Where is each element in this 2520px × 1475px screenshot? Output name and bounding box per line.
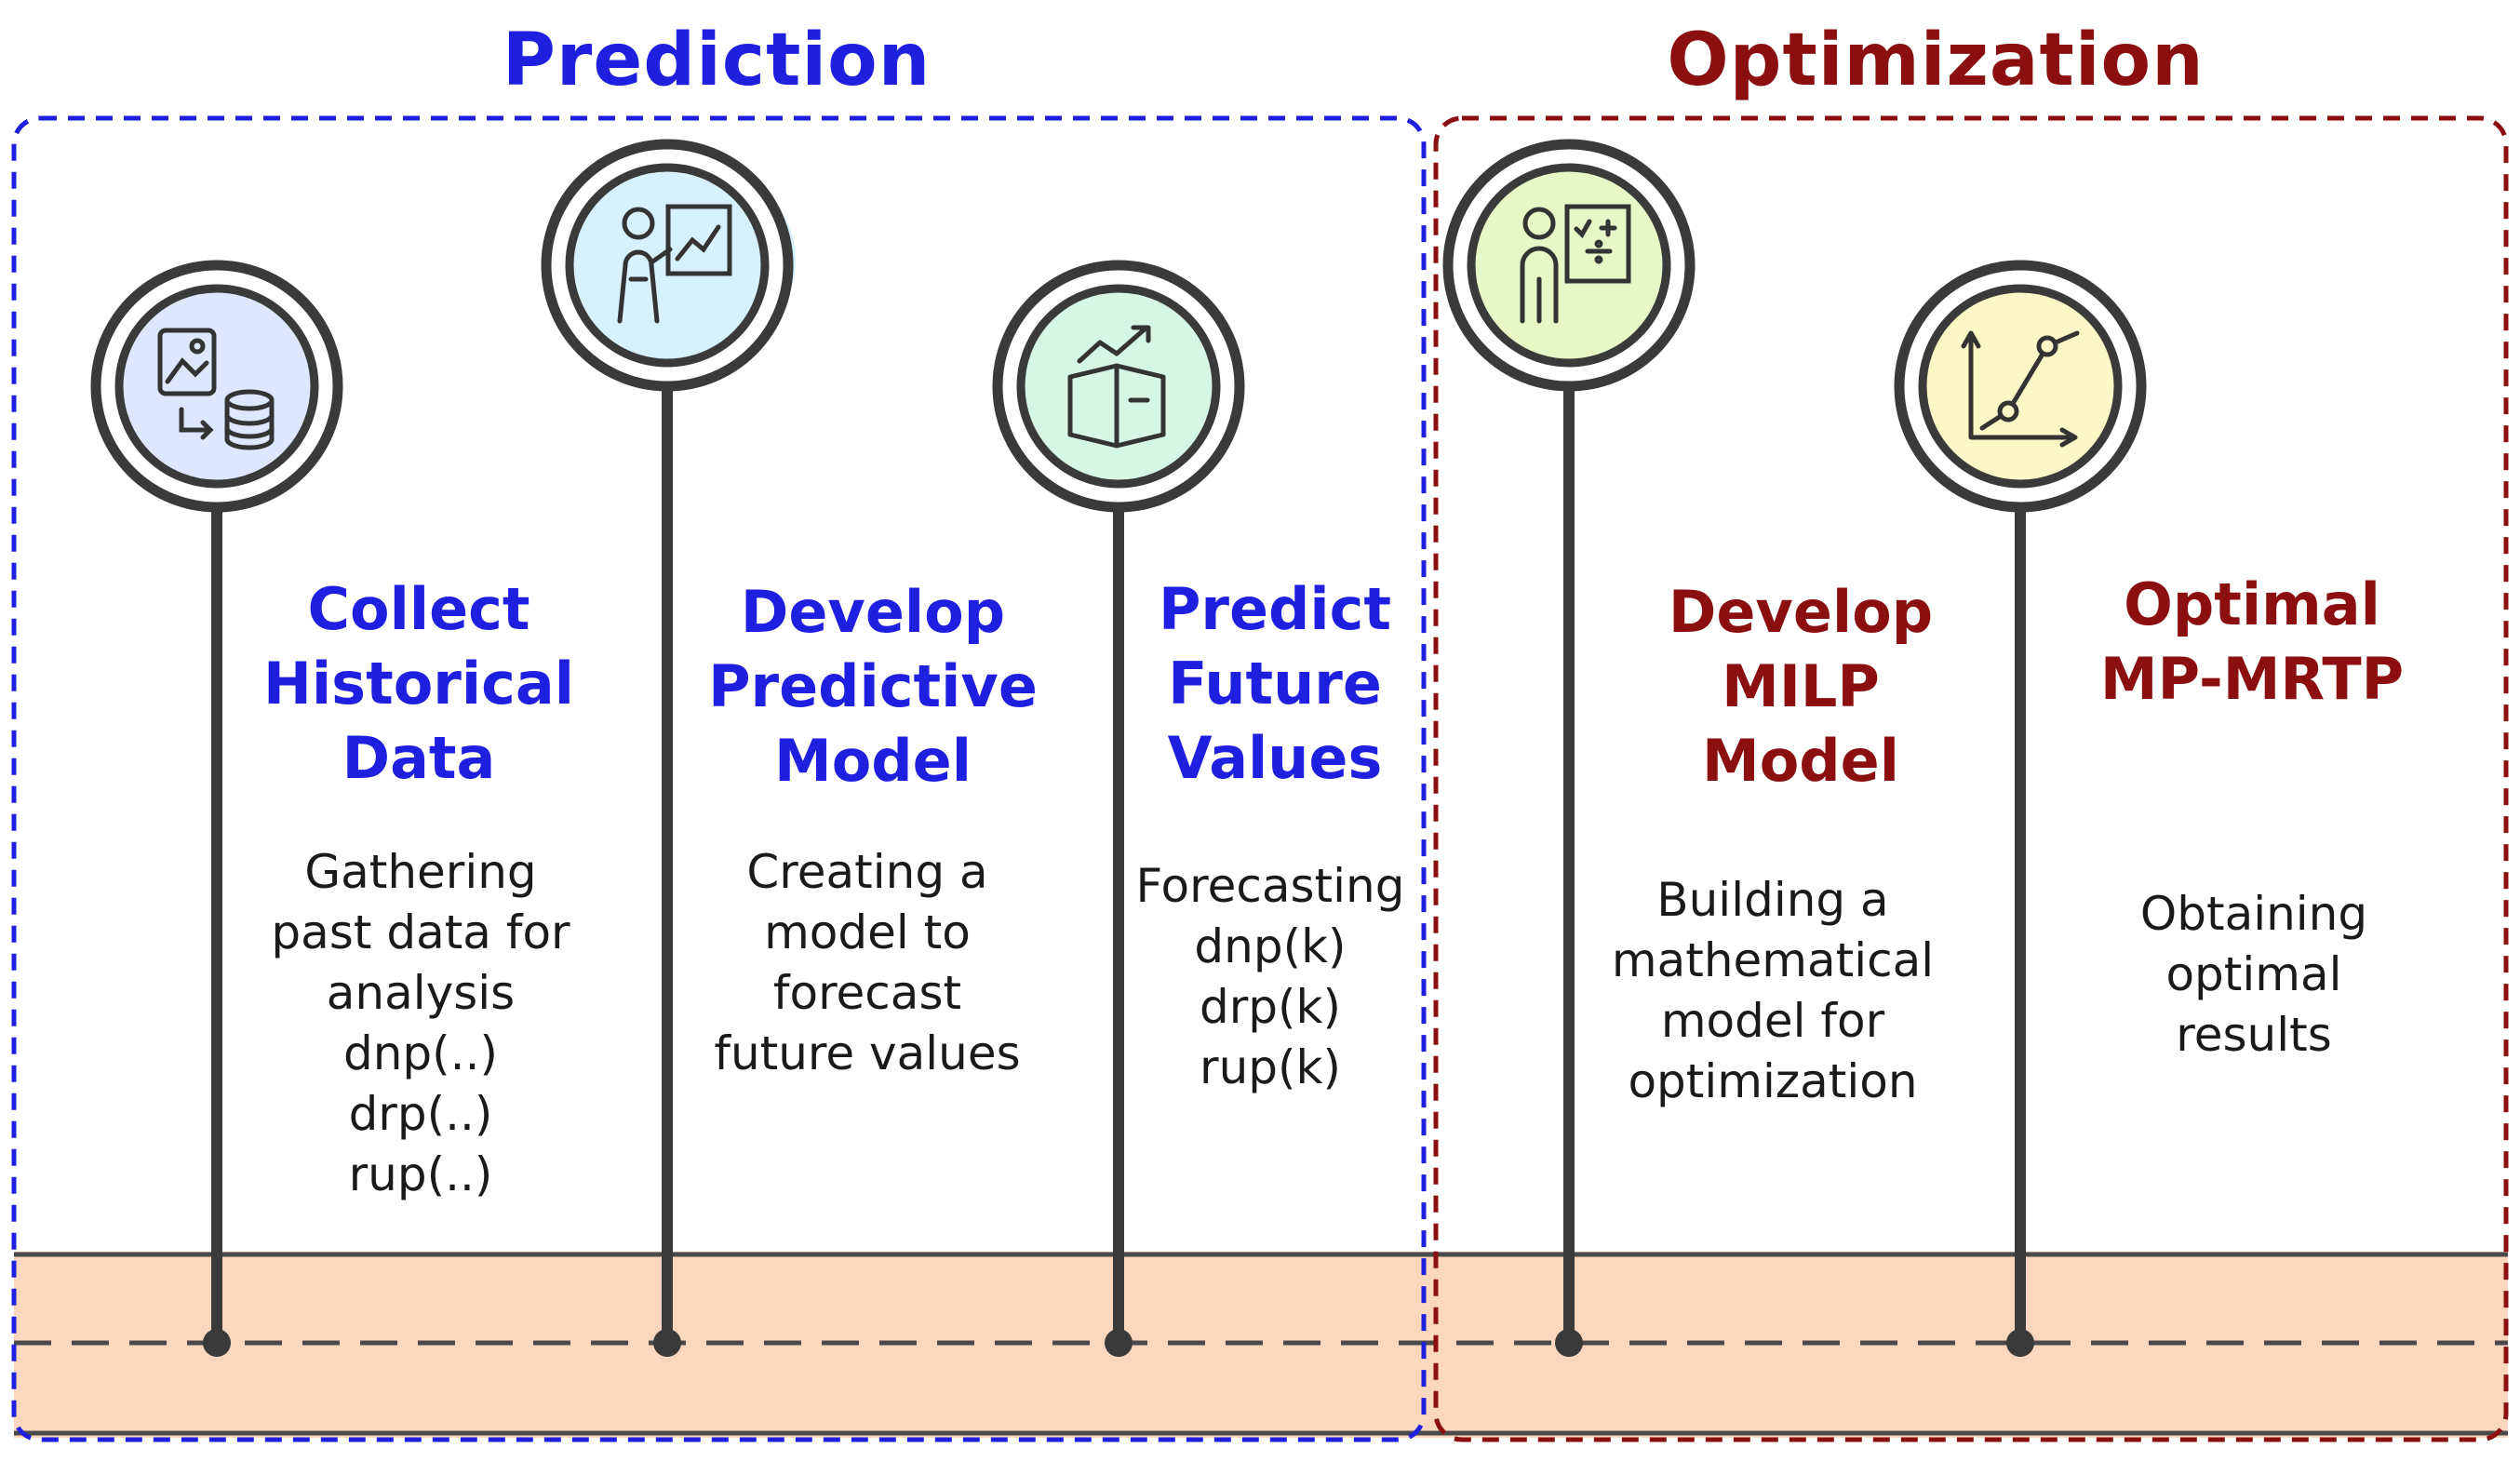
desc-line: Forecasting [1135, 859, 1405, 913]
title-line: Values [1167, 724, 1383, 792]
title-line: Model [1702, 727, 1899, 795]
desc-line: future values [714, 1026, 1021, 1080]
desc-line: optimal [2165, 947, 2342, 1001]
title-line: Predict [1158, 575, 1392, 643]
step-4-title: Develop MILP Model [1669, 575, 1933, 798]
step-3-pin [992, 260, 1245, 1357]
step-4-pin [1442, 139, 1696, 1357]
desc-line: dnp(k) [1194, 919, 1347, 973]
desc-line: model for [1660, 994, 1885, 1048]
step-3-title: Predict Future Values [1159, 572, 1391, 796]
prediction-section-box [11, 115, 1427, 1442]
title-line: Predictive [708, 652, 1038, 720]
desc-line: drp(k) [1199, 980, 1341, 1034]
title-line: Collect [307, 575, 530, 643]
step-2-title: Develop Predictive Model [708, 575, 1038, 798]
desc-line: Obtaining [2139, 887, 2368, 941]
math-teacher-board-icon [1520, 204, 1631, 324]
step-3-description: Forecasting dnp(k) drp(k) rup(k) [1136, 856, 1405, 1098]
pin-anchor-dot [2006, 1329, 2034, 1357]
step-1-title: Collect Historical Data [263, 572, 574, 796]
title-line: Model [774, 727, 972, 795]
title-line: Optimal [2124, 570, 2380, 638]
line-graph-axes-icon [1961, 330, 2080, 448]
prediction-section-title: Prediction [502, 19, 932, 102]
desc-line: rup(k) [1200, 1040, 1341, 1094]
title-line: Develop [1668, 578, 1934, 646]
pin-inner-ring [1918, 284, 2123, 489]
title-line: MP-MRTP [2099, 645, 2405, 713]
optimization-section-box [1433, 115, 2509, 1442]
title-line: Develop [740, 578, 1006, 646]
data-transfer-database-icon [157, 328, 275, 450]
pin-anchor-dot [1555, 1329, 1583, 1357]
step-5-pin [1894, 260, 2147, 1357]
pin-anchor-dot [653, 1329, 681, 1357]
desc-line: Building a [1656, 873, 1889, 927]
pin-anchor-dot [1105, 1329, 1133, 1357]
step-2-pin [541, 139, 796, 1357]
desc-line: Gathering [304, 845, 537, 899]
desc-line: mathematical [1611, 933, 1935, 987]
pin-anchor-dot [203, 1329, 231, 1357]
title-line: Future [1168, 650, 1382, 717]
pin-inner-ring [114, 284, 319, 489]
title-line: Historical [263, 650, 574, 717]
desc-line: Creating a [746, 845, 988, 899]
presenter-chart-icon [617, 204, 732, 324]
step-1-pin [90, 260, 343, 1357]
open-book-trend-icon [1067, 325, 1166, 449]
desc-line: optimization [1628, 1054, 1918, 1108]
desc-line: past data for [271, 905, 570, 959]
step-5-title: Optimal MP-MRTP [2100, 568, 2404, 717]
step-5-description: Obtaining optimal results [2140, 884, 2367, 1066]
desc-line: model to [764, 905, 971, 959]
desc-line: rup(..) [348, 1147, 493, 1201]
optimization-section-title: Optimization [1667, 19, 2205, 102]
title-line: MILP [1722, 652, 1880, 720]
desc-line: results [2176, 1008, 2332, 1062]
desc-line: forecast [772, 966, 962, 1020]
desc-line: drp(..) [348, 1087, 493, 1141]
desc-line: analysis [326, 966, 516, 1020]
step-4-description: Building a mathematical model for optimi… [1612, 870, 1934, 1112]
desc-line: dnp(..) [343, 1026, 498, 1080]
title-line: Data [342, 724, 496, 792]
step-1-description: Gathering past data for analysis dnp(..)… [271, 842, 570, 1205]
step-2-description: Creating a model to forecast future valu… [714, 842, 1020, 1084]
